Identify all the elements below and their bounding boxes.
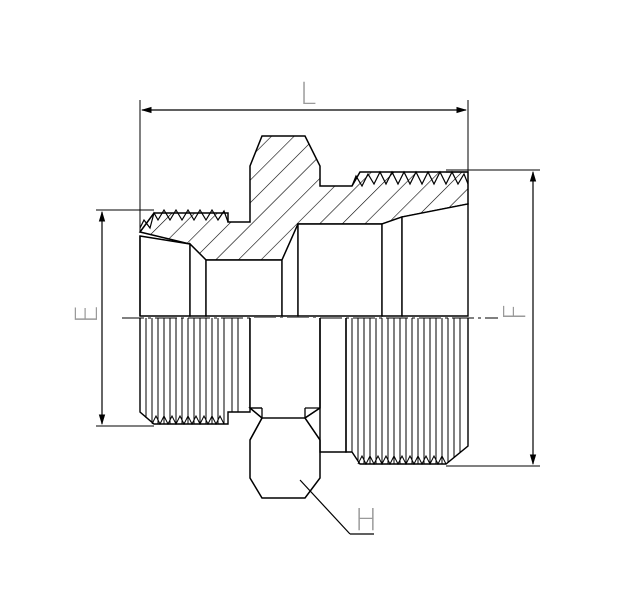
right-mouth xyxy=(401,203,469,317)
dimension-L: L xyxy=(139,77,469,232)
lower-view xyxy=(139,318,469,499)
center-bore xyxy=(205,259,283,317)
left-thread-teeth-bottom xyxy=(151,414,225,426)
upper-section xyxy=(138,135,469,317)
left-bore xyxy=(139,235,191,317)
right-cone xyxy=(381,216,403,317)
left-thread-teeth-top xyxy=(139,208,229,230)
right-bore xyxy=(297,223,383,317)
right-thread-teeth-bottom xyxy=(357,454,447,466)
dimension-H: H xyxy=(299,479,378,538)
right-thread-teeth-top xyxy=(351,170,469,188)
label-L: L xyxy=(300,77,317,112)
hex-chamfer xyxy=(248,407,321,419)
neck xyxy=(319,318,347,453)
dimension-F: F xyxy=(446,169,540,467)
label-E: E xyxy=(70,305,105,324)
label-F: F xyxy=(498,303,533,320)
left-thread-lines xyxy=(145,318,239,424)
right-thread-lines xyxy=(351,318,461,464)
dimension-E: E xyxy=(70,209,154,427)
left-thread-body xyxy=(139,318,251,425)
label-H: H xyxy=(355,503,378,538)
right-thread-body xyxy=(345,318,469,465)
